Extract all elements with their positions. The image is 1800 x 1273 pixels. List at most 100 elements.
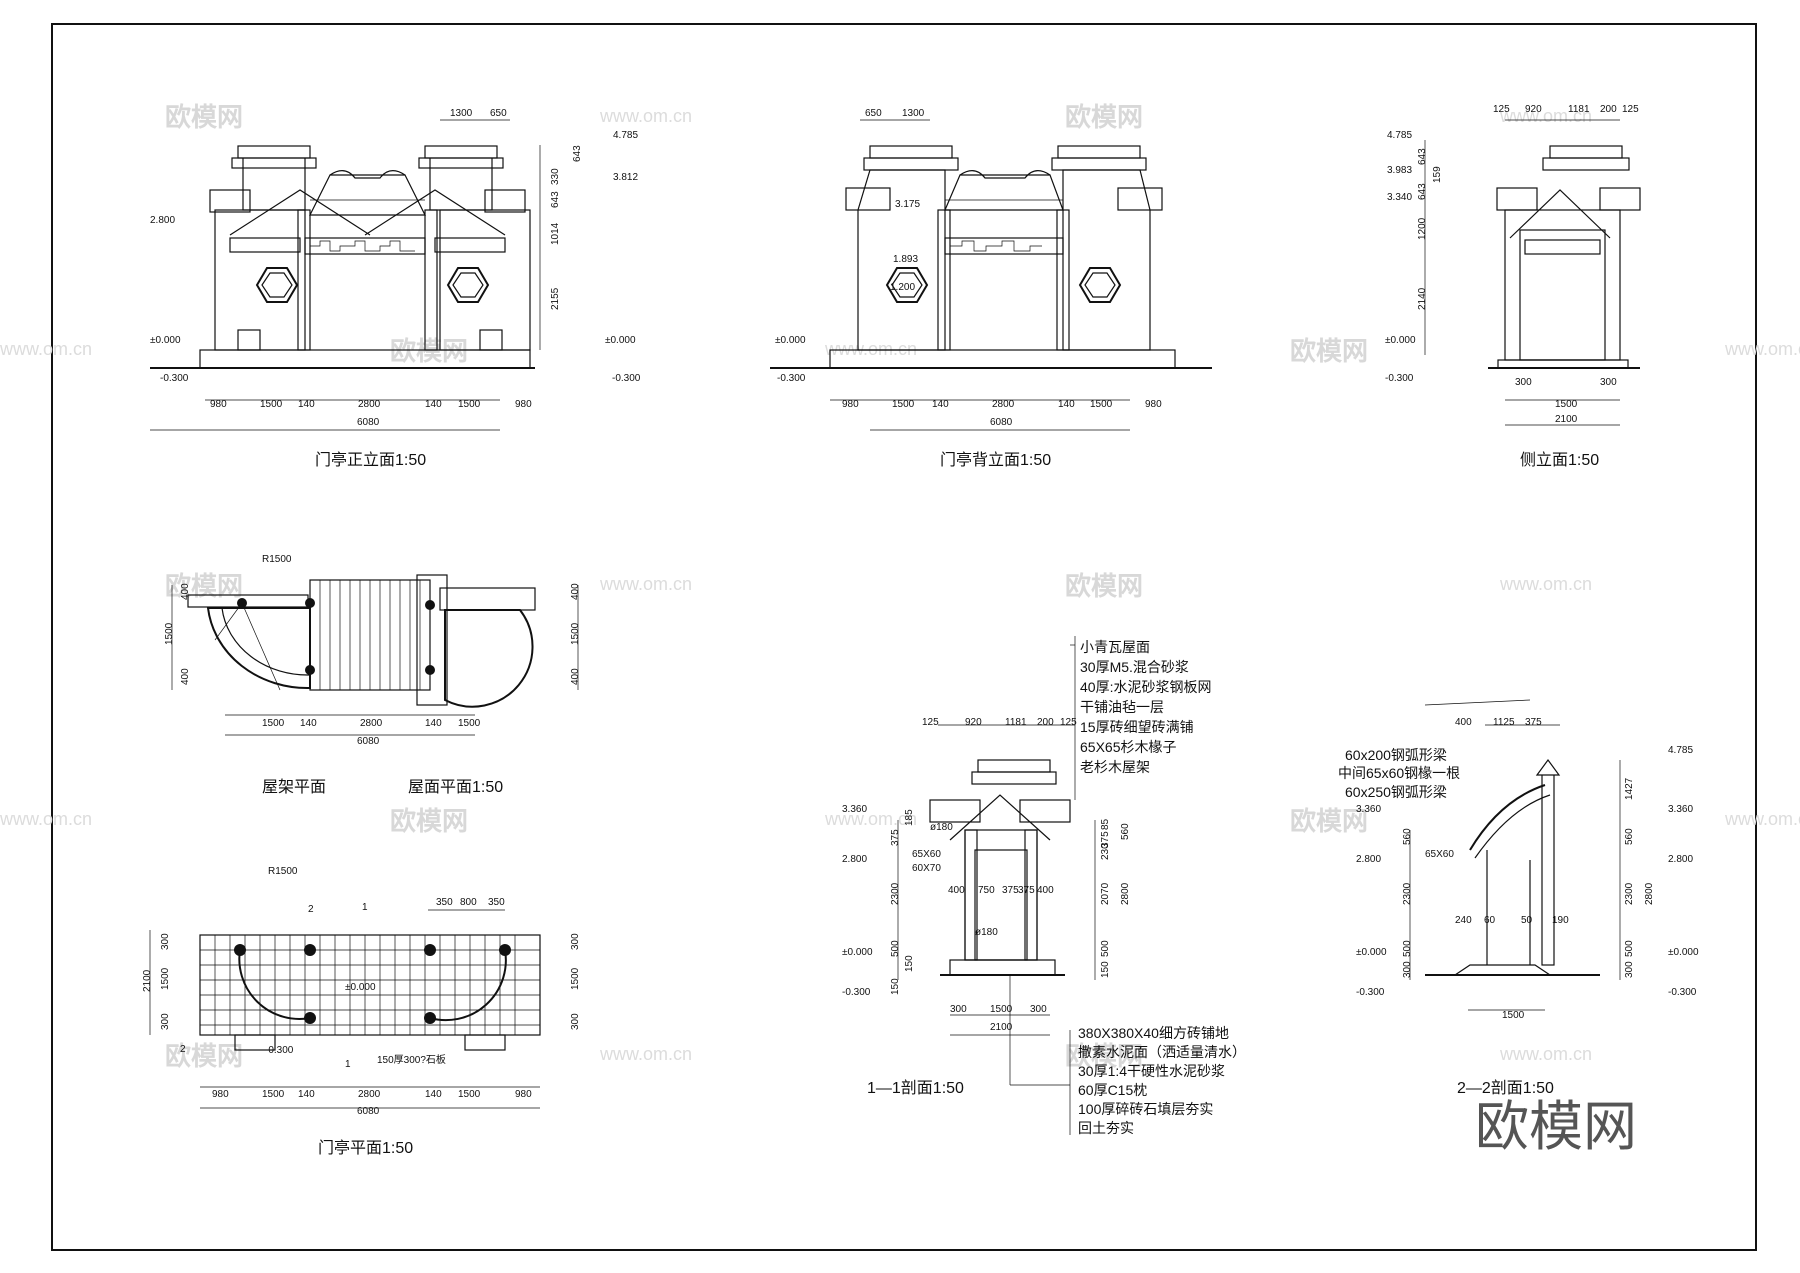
- section-1-roof-notes: 小青瓦屋面 30厚M5.混合砂浆 40厚:水泥砂浆钢板网 干铺油毡一层 15厚砖…: [1080, 639, 1211, 775]
- section-2: 60x200钢弧形梁 中间65x60钢椽一根 60x250钢弧形梁 400 11…: [1338, 699, 1699, 1097]
- svg-text:2800: 2800: [358, 399, 381, 410]
- svg-text:1500: 1500: [1502, 1010, 1525, 1021]
- svg-text:2800: 2800: [1120, 882, 1131, 905]
- svg-text:-0.300: -0.300: [160, 373, 189, 384]
- svg-text:±0.000: ±0.000: [150, 335, 181, 346]
- watermarks: 欧模网 www.om.cn 欧模网 www.om.cn 欧模网 www.om.c…: [0, 102, 1800, 1071]
- svg-text:140: 140: [425, 399, 442, 410]
- svg-text:±0.000: ±0.000: [842, 947, 873, 958]
- svg-text:60: 60: [1484, 915, 1496, 926]
- svg-text:中间65x60钢椽一根: 中间65x60钢椽一根: [1338, 765, 1460, 781]
- svg-text:4.785: 4.785: [1668, 745, 1693, 756]
- svg-text:140: 140: [1058, 399, 1075, 410]
- svg-text:老杉木屋架: 老杉木屋架: [1080, 759, 1150, 775]
- svg-text:500: 500: [890, 940, 901, 957]
- svg-text:±0.000: ±0.000: [1668, 947, 1699, 958]
- svg-text:500: 500: [1624, 940, 1635, 957]
- svg-text:1500: 1500: [570, 967, 581, 990]
- watermark-url: www.om.cn: [824, 339, 917, 359]
- svg-text:400: 400: [1037, 885, 1054, 896]
- watermark-url: www.om.cn: [599, 1044, 692, 1064]
- svg-text:140: 140: [298, 399, 315, 410]
- svg-text:1500: 1500: [260, 399, 283, 410]
- svg-text:375: 375: [1100, 831, 1111, 848]
- svg-text:R1500: R1500: [268, 866, 298, 877]
- svg-text:350: 350: [488, 897, 505, 908]
- watermark-url: www.om.cn: [599, 106, 692, 126]
- svg-text:300: 300: [1402, 961, 1413, 978]
- svg-text:2: 2: [180, 1044, 186, 1055]
- svg-text:400: 400: [570, 668, 581, 685]
- watermark-url: www.om.cn: [1724, 339, 1800, 359]
- svg-text:2800: 2800: [360, 718, 383, 729]
- front-elevation: 1300 650 643 330 643 1014 2155 4.785 3.8…: [150, 108, 641, 469]
- watermark-url: www.om.cn: [1499, 574, 1592, 594]
- svg-text:980: 980: [212, 1089, 229, 1100]
- svg-text:1500: 1500: [262, 718, 285, 729]
- svg-text:140: 140: [425, 1089, 442, 1100]
- svg-text:500: 500: [1100, 940, 1111, 957]
- svg-text:1181: 1181: [1568, 104, 1590, 115]
- svg-text:60X70: 60X70: [912, 863, 941, 874]
- svg-text:375: 375: [1002, 885, 1019, 896]
- svg-text:350: 350: [436, 897, 453, 908]
- svg-text:650: 650: [865, 108, 882, 119]
- svg-text:200: 200: [1037, 717, 1054, 728]
- svg-text:1300: 1300: [902, 108, 925, 119]
- svg-text:2800: 2800: [992, 399, 1015, 410]
- watermark-url: www.om.cn: [1499, 1044, 1592, 1064]
- roof-plan-title: 屋面平面1:50: [408, 779, 503, 796]
- svg-text:560: 560: [1120, 823, 1131, 840]
- svg-text:185: 185: [904, 809, 915, 826]
- svg-text:140: 140: [298, 1089, 315, 1100]
- svg-text:140: 140: [300, 718, 317, 729]
- watermark-url: www.om.cn: [0, 809, 92, 829]
- svg-text:1200: 1200: [1417, 217, 1428, 240]
- svg-text:40厚:水泥砂浆钢板网: 40厚:水泥砂浆钢板网: [1080, 679, 1211, 695]
- svg-text:800: 800: [460, 897, 477, 908]
- section-1-title: 1—1剖面1:50: [867, 1079, 964, 1097]
- svg-text:1500: 1500: [458, 718, 481, 729]
- svg-text:300: 300: [1030, 1004, 1047, 1015]
- svg-text:ø180: ø180: [930, 822, 953, 833]
- watermark-logo: 欧模网: [390, 806, 468, 836]
- svg-text:980: 980: [210, 399, 227, 410]
- svg-text:1: 1: [345, 1059, 351, 1070]
- svg-text:2300: 2300: [890, 882, 901, 905]
- svg-text:1300: 1300: [450, 108, 473, 119]
- svg-text:-0.300: -0.300: [1668, 987, 1697, 998]
- svg-text:300: 300: [570, 933, 581, 950]
- svg-text:159: 159: [1432, 166, 1443, 183]
- svg-text:1125: 1125: [1493, 717, 1515, 728]
- svg-text:300: 300: [1600, 377, 1617, 388]
- watermark-logo: 欧模网: [1065, 102, 1143, 132]
- svg-text:2100: 2100: [1555, 414, 1578, 425]
- svg-text:400: 400: [1455, 717, 1472, 728]
- svg-text:2.800: 2.800: [1668, 854, 1693, 865]
- watermark-url: www.om.cn: [0, 339, 92, 359]
- svg-text:50: 50: [1521, 915, 1533, 926]
- watermark-logo: 欧模网: [1290, 336, 1368, 366]
- svg-text:2: 2: [308, 904, 314, 915]
- svg-text:400: 400: [570, 583, 581, 600]
- watermark-logo: 欧模网: [1290, 806, 1368, 836]
- gate-plan: R1500 350 800 350 1 1 2 2 ±0.000 -0.300 …: [142, 866, 581, 1157]
- svg-text:380X380X40细方砖铺地: 380X380X40细方砖铺地: [1078, 1025, 1229, 1041]
- svg-text:980: 980: [1145, 399, 1162, 410]
- svg-text:-0.300: -0.300: [842, 987, 871, 998]
- svg-text:6080: 6080: [357, 736, 380, 747]
- watermark-logo: 欧模网: [165, 571, 243, 601]
- side-elevation: 125 920 1181 200 125 643 159 643 1200 21…: [1385, 104, 1641, 469]
- gate-plan-title: 门亭平面1:50: [318, 1139, 413, 1157]
- svg-text:643: 643: [1417, 148, 1428, 165]
- svg-text:撒素水泥面（洒适量清水）: 撒素水泥面（洒适量清水）: [1078, 1044, 1246, 1060]
- svg-text:2140: 2140: [1417, 287, 1428, 310]
- svg-text:650: 650: [490, 108, 507, 119]
- svg-text:30厚1:4干硬性水泥砂浆: 30厚1:4干硬性水泥砂浆: [1078, 1063, 1225, 1079]
- svg-text:60x250钢弧形梁: 60x250钢弧形梁: [1345, 784, 1447, 800]
- svg-text:300: 300: [160, 1013, 171, 1030]
- svg-text:300: 300: [570, 1013, 581, 1030]
- watermark-url: www.om.cn: [824, 809, 917, 829]
- svg-text:2155: 2155: [550, 287, 561, 310]
